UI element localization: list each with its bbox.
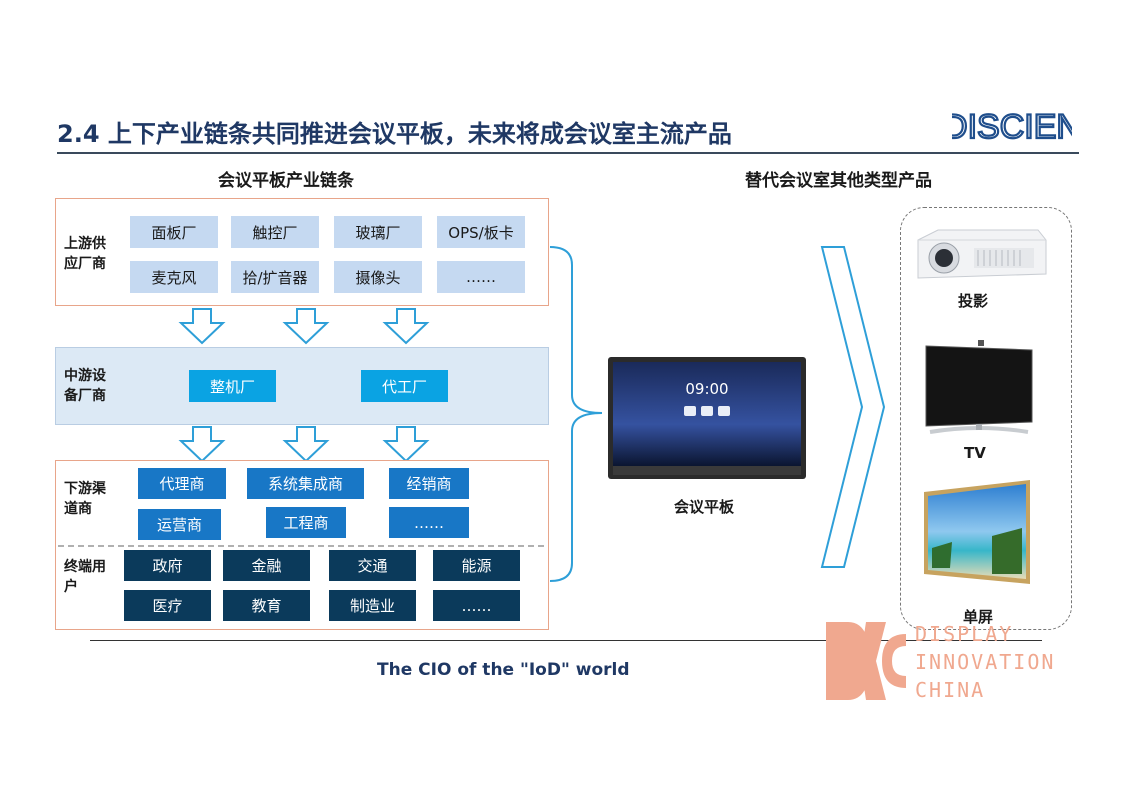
watermark-line: DISPLAY	[915, 622, 1014, 646]
chip-distributor: 经销商	[389, 468, 469, 499]
down-arrow-icon	[178, 426, 226, 463]
flow-arrows-lower	[178, 426, 430, 463]
dic-watermark-text: DISPLAY INNOVATION CHINA	[915, 620, 1055, 704]
chip-end-user-more: ……	[433, 590, 520, 621]
chip-finance: 金融	[223, 550, 310, 581]
watermark-line: CHINA	[915, 678, 986, 702]
alternatives-heading: 替代会议室其他类型产品	[745, 171, 932, 191]
chip-camera: 摄像头	[334, 261, 422, 293]
chip-ops-board: OPS/板卡	[437, 216, 525, 248]
projector-image	[917, 229, 1047, 279]
flow-arrows-upper	[178, 308, 430, 345]
chip-speaker: 拾/扩音器	[231, 261, 319, 293]
chip-education: 教育	[223, 590, 310, 621]
meeting-tablet-image: 09:00	[608, 357, 806, 479]
chip-agent: 代理商	[138, 468, 226, 499]
alternatives-group	[900, 207, 1072, 630]
down-arrow-icon	[282, 308, 330, 345]
chip-oem-assembler: 整机厂	[189, 370, 276, 402]
chain-heading: 会议平板产业链条	[218, 171, 354, 191]
down-arrow-icon	[382, 308, 430, 345]
chip-energy: 能源	[433, 550, 520, 581]
chip-system-integrator: 系统集成商	[247, 468, 364, 499]
page-title: 2.4 上下产业链条共同推进会议平板，未来将成会议室主流产品	[57, 120, 732, 148]
down-arrow-icon	[282, 426, 330, 463]
chip-microphone: 麦克风	[130, 261, 218, 293]
watermark-line: INNOVATION	[915, 650, 1056, 674]
chip-operator: 运营商	[138, 509, 221, 540]
brace-connector	[549, 246, 603, 582]
tv-label: TV	[964, 444, 986, 462]
channel-label: 下游渠道商	[64, 481, 106, 517]
chip-contractor: 工程商	[266, 507, 346, 538]
upstream-label: 上游供应厂商	[64, 236, 106, 272]
midstream-label: 中游设备厂商	[64, 368, 106, 404]
chip-panel-factory: 面板厂	[130, 216, 218, 248]
down-arrow-icon	[382, 426, 430, 463]
chip-touch-factory: 触控厂	[231, 216, 319, 248]
meeting-tablet-label: 会议平板	[674, 498, 735, 516]
chip-contract-manufacturer: 代工厂	[361, 370, 448, 402]
projector-label: 投影	[958, 292, 989, 310]
end-user-label: 终端用户	[64, 559, 106, 595]
midstream-tier	[55, 347, 549, 425]
footer-tagline: The CIO of the "IoD" world	[377, 660, 630, 680]
single-screen-label: 单屏	[963, 608, 994, 626]
chip-healthcare: 医疗	[124, 590, 211, 621]
chip-transport: 交通	[329, 550, 416, 581]
tablet-clock: 09:00	[685, 380, 728, 398]
chip-upstream-more: ……	[437, 261, 525, 293]
tier-divider	[58, 545, 544, 547]
footer-divider	[90, 640, 1042, 641]
chip-government: 政府	[124, 550, 211, 581]
chip-manufacturing: 制造业	[329, 590, 416, 621]
tv-image	[925, 340, 1033, 434]
chip-channel-more: ……	[389, 507, 469, 538]
title-divider	[57, 152, 1079, 154]
discien-logo: DISCIEN	[952, 108, 1072, 144]
chip-glass-factory: 玻璃厂	[334, 216, 422, 248]
replace-arrow-icon	[820, 246, 886, 568]
single-screen-image	[924, 480, 1030, 584]
dic-watermark-logo	[826, 622, 906, 700]
logo-text: DISCIEN	[952, 108, 1072, 144]
down-arrow-icon	[178, 308, 226, 345]
